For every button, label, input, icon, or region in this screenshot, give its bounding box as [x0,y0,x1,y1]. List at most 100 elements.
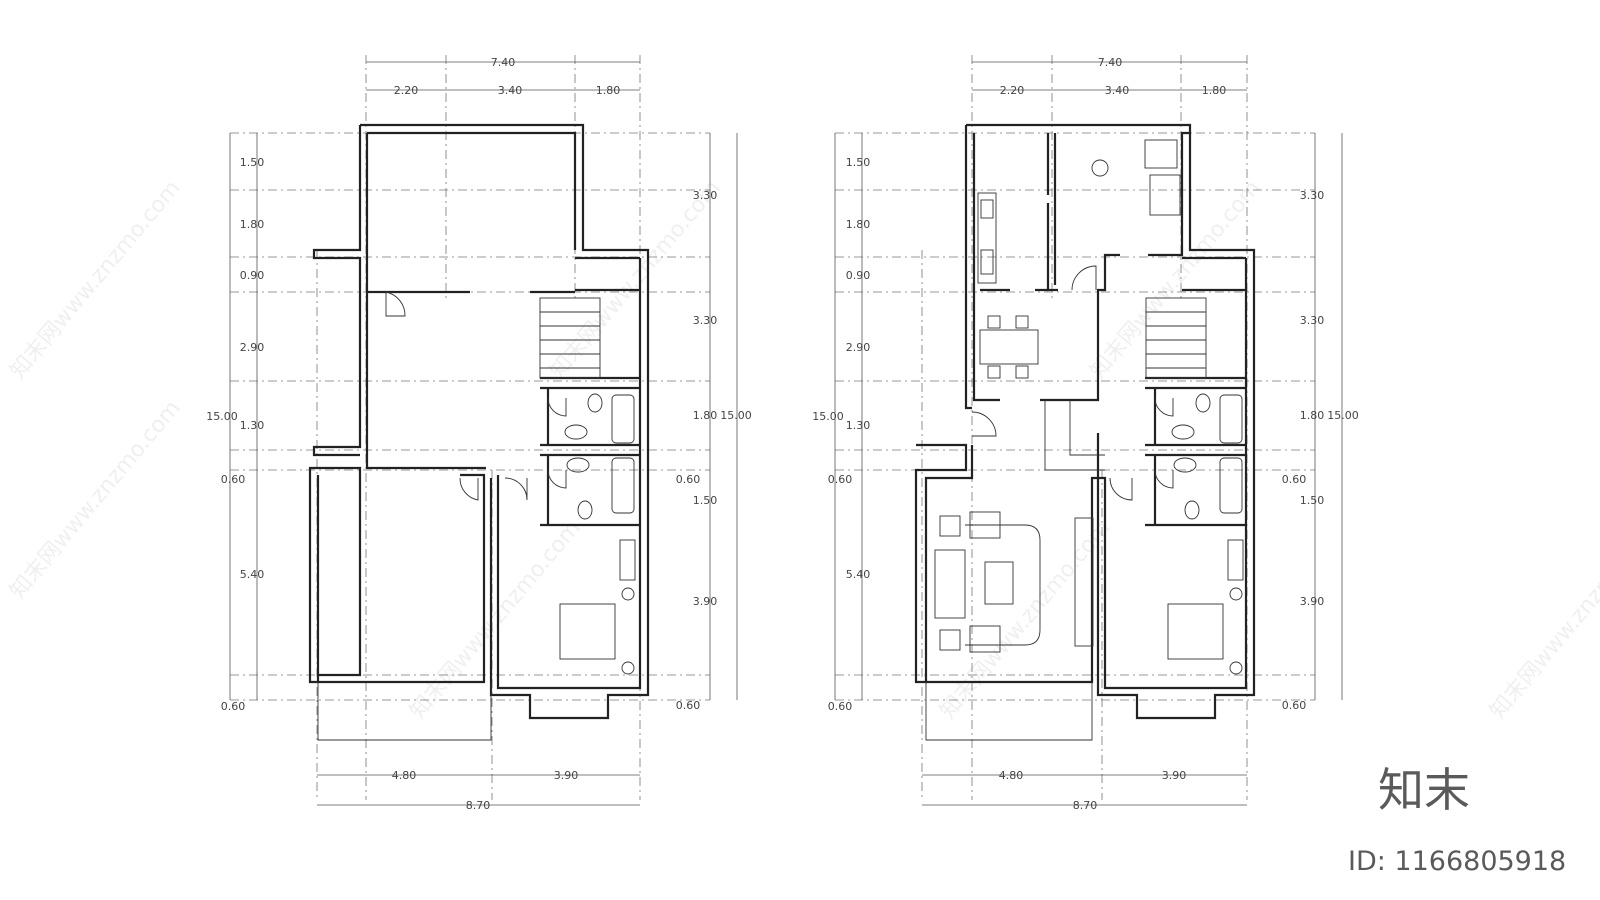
washbasin [566,457,590,473]
dim-label: 1.50 [240,156,265,169]
wardrobe [1227,539,1244,581]
stair [1145,297,1207,379]
dim-label: 1.80 [1202,84,1227,97]
bed [1167,603,1224,660]
dim-label: 0.60 [221,473,246,486]
bathtub [611,457,635,514]
dim-label: 8.70 [466,799,491,812]
toilet [1195,393,1211,413]
dim-label: 1.80 [596,84,621,97]
kitchen-counter [977,192,997,284]
side-table [939,515,961,537]
dim-label: 1.50 [846,156,871,169]
dim-label: 3.90 [1300,595,1325,608]
chair [987,365,1001,379]
dim-label: 3.30 [693,189,718,202]
dim-label: 8.70 [1073,799,1098,812]
dim-label: 3.40 [1105,84,1130,97]
dim-label: 1.80 [846,218,871,231]
dim-label: 3.30 [693,314,718,327]
tv-cabinet [1074,517,1094,647]
door-swing [1109,477,1133,501]
dim-label: 15.00 [720,409,752,422]
dim-label: 0.90 [846,269,871,282]
dim-label: 1.50 [693,494,718,507]
dim-label: 4.80 [999,769,1024,782]
dim-label: 5.40 [846,568,871,581]
dim-label: 3.30 [1300,189,1325,202]
door-swing [971,411,997,437]
dim-label: 3.90 [1162,769,1187,782]
bathtub [1219,457,1243,514]
plan-left: 7.40 2.20 3.40 1.80 4.80 3.90 8.70 1.50 … [206,55,752,812]
dimension-labels: 7.40 2.20 3.40 1.80 4.80 3.90 8.70 1.50 … [812,56,1359,812]
toilet [1184,500,1200,520]
dim-label: 0.60 [1282,473,1307,486]
watermark: 知末网www.znzmo.com [5,176,185,384]
watermark: 知末网www.znzmo.com [5,396,185,604]
dim-label: 2.20 [394,84,419,97]
brand-logo: 知末 [1378,763,1470,817]
dining-table [979,329,1039,365]
round-table [1091,159,1109,177]
sink [980,249,994,275]
dim-label: 0.90 [240,269,265,282]
toilet [587,393,603,413]
stair-landing [1044,400,1105,471]
dim-label: 1.30 [240,419,265,432]
dim-lines [834,61,1343,806]
balcony [925,682,1093,741]
door-swing [385,291,406,317]
washbasin [564,424,588,440]
bed [559,603,616,660]
dim-label: 1.30 [846,419,871,432]
dimension-labels: 7.40 2.20 3.40 1.80 4.80 3.90 8.70 1.50 … [206,56,752,812]
dim-lines [229,61,738,806]
walls [914,123,1256,720]
rug-outline [965,524,1041,646]
fixtures [925,139,1244,741]
fixtures [317,291,636,741]
dim-label: 3.90 [554,769,579,782]
washbasin [1173,457,1197,473]
dim-label: 7.40 [491,56,516,69]
door-swing [547,469,567,489]
door-swing [504,477,528,501]
door-swing [1154,397,1174,417]
watermark: 知末网www.znzmo.com [935,516,1115,724]
dim-label: 3.30 [1300,314,1325,327]
plan-right: 7.40 2.20 3.40 1.80 4.80 3.90 8.70 1.50 … [812,55,1359,812]
toilet [577,500,593,520]
branding: 知末 ID: 1166805918 [1348,763,1566,877]
wardrobe [619,539,636,581]
dim-label: 7.40 [1098,56,1123,69]
watermark: 知末网www.znzmo.com [1085,176,1265,384]
walls [308,123,650,720]
dim-label: 2.90 [240,341,265,354]
dim-label: 1.80 [1300,409,1325,422]
bathtub [1219,394,1243,444]
dim-label: 1.80 [240,218,265,231]
dim-label: 5.40 [240,568,265,581]
chair [987,315,1001,329]
sofa [934,549,966,619]
washbasin [1171,424,1195,440]
dim-label: 15.00 [1327,409,1359,422]
balcony [317,682,492,741]
chair [1015,365,1029,379]
armchair [969,625,1001,653]
door-swing [547,397,567,417]
dim-label: 3.40 [498,84,523,97]
stove [980,199,994,219]
door-swing [1154,469,1174,489]
dim-label: 0.60 [676,473,701,486]
dim-label: 1.50 [1300,494,1325,507]
dim-label: 2.90 [846,341,871,354]
dim-label: 1.80 [693,409,718,422]
dim-label: 15.00 [812,410,844,423]
door-swing [1071,265,1097,291]
watermark: 知末网www.znzmo.com [405,516,585,724]
image-id: ID: 1166805918 [1348,846,1566,877]
